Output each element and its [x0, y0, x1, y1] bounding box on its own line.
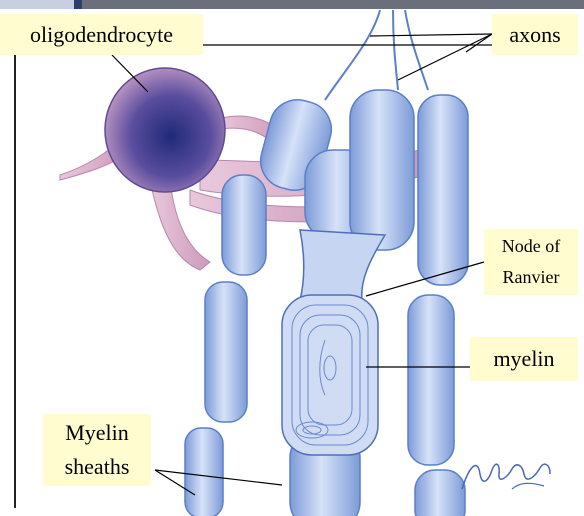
label-node-line-1: Node of — [484, 231, 578, 262]
label-node-of-ranvier: Node of Ranvier — [484, 229, 578, 295]
axon-left-segment-1 — [222, 175, 266, 275]
myelin-cutaway — [282, 230, 385, 455]
artist-signature — [452, 444, 582, 504]
label-axons: axons — [492, 14, 578, 55]
left-rule — [14, 40, 16, 508]
axon-center-segment-2 — [350, 90, 414, 250]
label-node-line-2: Ranvier — [484, 262, 578, 293]
axon-tails — [325, 10, 428, 100]
axon-left-segment-3 — [185, 428, 223, 516]
axon-right-segment-2 — [408, 295, 454, 465]
oligodendrocyte-cell-body — [105, 68, 225, 192]
label-myelin-sheaths: Myelin sheaths — [43, 414, 151, 486]
label-myelin: myelin — [470, 337, 578, 381]
axon-tail-1 — [325, 10, 380, 100]
axon-left-segment-2 — [205, 282, 247, 422]
leader-axons-2 — [466, 34, 492, 52]
label-sheaths-line-2: sheaths — [43, 450, 151, 484]
axon-tail-2 — [393, 10, 398, 90]
label-oligodendrocyte: oligodendrocyte — [0, 14, 203, 55]
axon-right-segment-1 — [418, 95, 468, 285]
axon-tail-3 — [405, 10, 428, 90]
label-sheaths-line-1: Myelin — [43, 416, 151, 450]
leader-axons-1 — [370, 34, 492, 36]
